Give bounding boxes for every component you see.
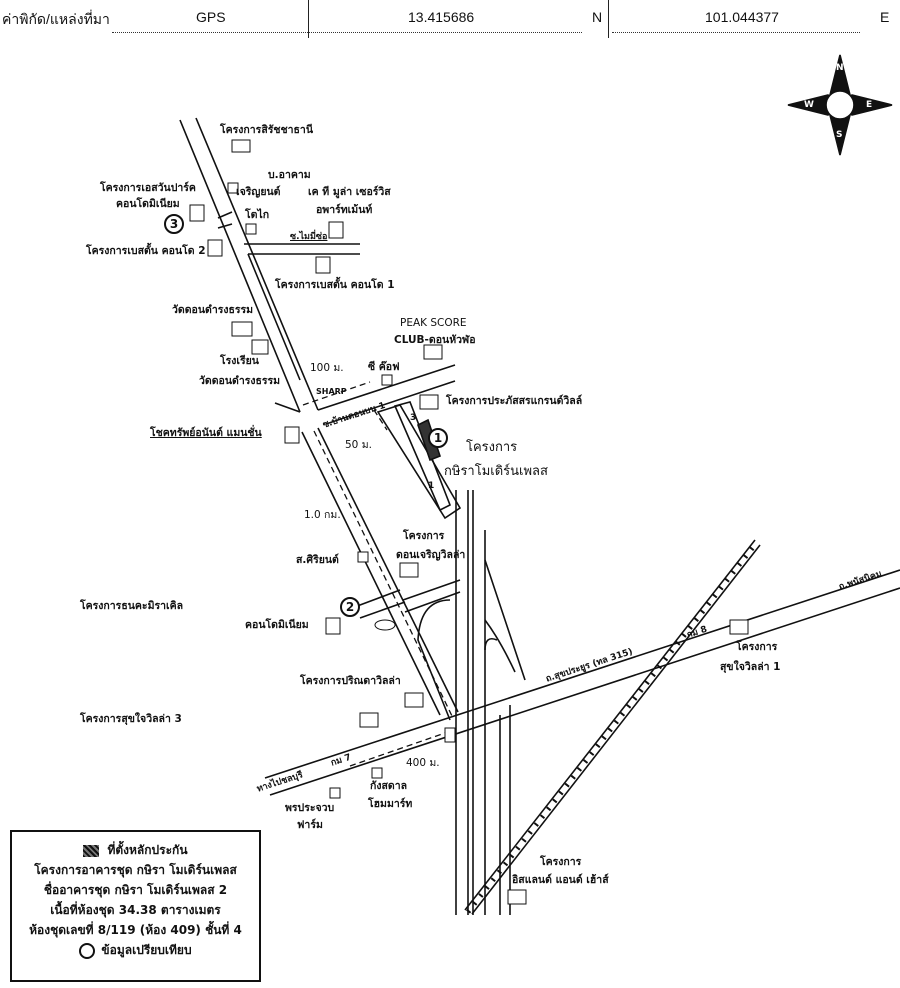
railway [464,539,761,915]
map-label: PEAK SCORE [400,317,467,329]
divider [308,0,309,38]
map-label: โครงการประภัสสรแกรนด์วิลล์ [446,395,583,407]
map-label: ซี ค๊อฟ [368,361,400,373]
map-label: ส.ศิริยนต์ [296,554,339,566]
map-label: โครงการธนคะมิราเคิล [80,600,184,612]
collateral-hatch-icon [83,844,100,857]
map-label: CLUB-ดอนหัวฬ่อ [394,334,476,346]
map-label: โครงการ [736,641,778,653]
legend-building: ชื่ออาคารชุด กษิรา โมเดิร์นเพลส 2 [43,883,228,897]
latitude-direction: N [592,9,603,25]
map-label: วัดดอนดำรงธรรม [199,375,281,387]
map-label: โฮมมาร์ท [368,798,413,810]
dotted-line [112,32,582,33]
map-label: โครงการเอสวันปาร์ค [100,182,196,194]
compass-east: E [866,100,873,110]
legend-box: ที่ตั้งหลักประกัน โครงการอาคารชุด กษิรา … [10,830,261,982]
map-label: กังสดาล [370,780,408,792]
map-label: โครงการ [540,856,582,868]
map-label: โครงการ [403,530,445,542]
map-label: โครงการปริณดาวิลล่า [300,675,401,687]
marker-2: 2 [340,597,360,617]
marker-1: 1 [428,428,448,448]
dotted-line [612,32,860,33]
comparison-circle-icon [79,942,96,959]
map-label: โตไก [245,209,270,221]
source-value: GPS [196,9,226,25]
map-label: โครงการสุขใจวิลล่า 3 [80,713,182,725]
map-label: โครงการสิรัชชาธานี [220,124,314,136]
map-label: โครงการเบสตั้น คอนโด 1 [275,279,395,291]
map-label: วัดดอนดำรงธรรม [172,304,254,316]
longitude-direction: E [880,9,890,25]
compass-west: W [804,100,814,110]
legend-unit: ห้องชุดเลขที่ 8/119 (ห้อง 409) ชั้นที่ 4 [29,923,242,937]
map-label: คอนโดมิเนียม [116,198,180,210]
map-label: โรงเรียน [220,355,259,367]
main-road [179,117,459,716]
longitude-value: 101.044377 [705,9,779,25]
compass-north: N [836,63,844,73]
road-label: ซ.ไมมี่ซ่อ [290,232,328,242]
building-icons [189,139,749,905]
distance-label: 400 ม. [406,757,440,769]
map-label: เจริญยนต์ [236,186,281,198]
latitude-value: 13.415686 [408,9,475,25]
legend-collateral: ที่ตั้งหลักประกัน [107,843,188,857]
site-plot [376,401,462,520]
map-label: สุขใจวิลล่า 1 [720,661,781,673]
map-label: คอนโดมิเนียม [245,619,309,631]
map-label: ดอนเจริญวิลล่า [396,549,466,561]
map-label: โชคทรัพย์อนันต์ แมนชั่น [150,427,262,439]
map-label: บ.อาคาม [268,169,311,181]
distance-label: 100 ม. [310,362,344,374]
map-label: เค ที มูล่า เซอร์วิส [308,186,391,198]
map-label: กษิราโมเดิร์นเพลส [444,464,548,479]
site-unit-label: 3 [410,413,417,423]
compass-icon [787,54,893,156]
map-label: SHARP [316,387,347,396]
distance-label: 1.0 กม. [304,509,341,521]
road-to-marker-2 [351,579,461,619]
legend-project: โครงการอาคารชุด กษิรา โมเดิร์นเพลส [34,863,237,877]
site-unit-label: 1 [428,481,435,491]
highway [417,490,526,915]
map-label: โครงการเบสตั้น คอนโด 2 [86,245,206,257]
coordinate-header: ค่าพิกัด/แหล่งที่มา GPS 13.415686 N 101.… [0,0,900,38]
map-label: พรประจวบ [285,802,335,814]
soi-ban-don-bon-1 [317,364,456,425]
sukprayoon-road [264,569,900,796]
side-road [217,211,233,219]
map-label: อพาร์ทเม้นท์ [316,204,373,216]
side-road [217,223,233,229]
side-road [274,402,301,413]
coordinate-label: ค่าพิกัด/แหล่งที่มา [2,11,110,27]
marker-3: 3 [164,214,184,234]
map-label: โครงการ [466,440,518,455]
legend-area: เนื้อที่ห้องชุด 34.38 ตารางเมตร [50,903,221,917]
compass-south: S [836,130,843,140]
legend-comparison: ข้อมูลเปรียบเทียบ [101,943,192,957]
map-label: ฟาร์ม [297,819,323,831]
divider [608,0,609,38]
map-label: อิสแลนด์ แอนด์ เฮ้าส์ [512,874,609,886]
side-road-maimee [244,243,360,381]
distance-label: 50 ม. [345,439,372,451]
